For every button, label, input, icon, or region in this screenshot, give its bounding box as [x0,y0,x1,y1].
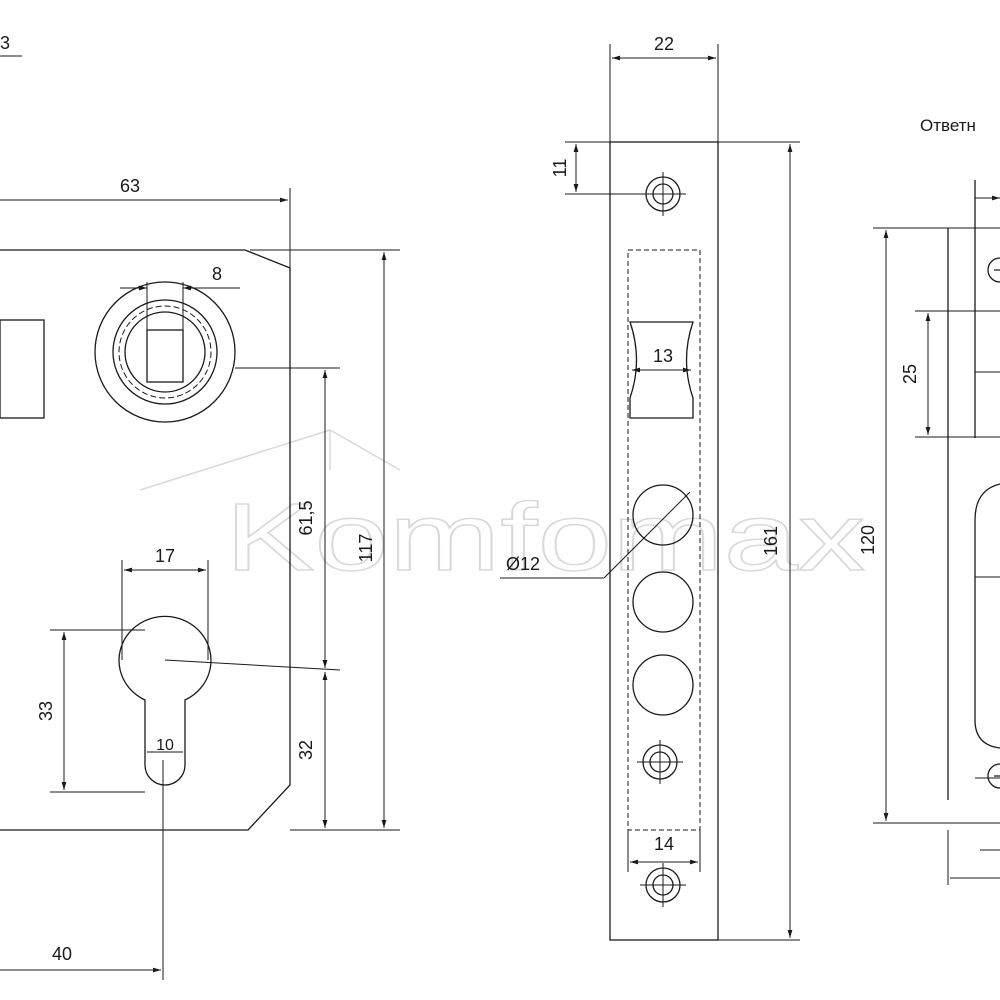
top-left-label-fragment: 3 [0,33,10,53]
lock-body-outline [0,249,291,831]
dim-latch-width: 13 [632,346,691,373]
dim-spindle-square-value: 8 [212,264,222,284]
dim-hole-diameter: Ø12 [500,491,691,579]
watermark-house-icon [139,429,401,491]
strike-plate-title: Ответн [920,116,976,135]
latch-window [0,319,45,419]
spindle-hub [94,281,236,423]
faceplate-screw-top [640,172,686,216]
faceplate-screw-bottom [640,863,686,907]
cylinder-cutout [118,615,212,786]
dim-backset: 40 [0,760,164,980]
dim-body-height: 117 [250,249,400,831]
dim-faceplate-inner-width: 14 [627,830,701,872]
dim-cylinder-to-bottom: 32 [296,672,328,828]
latch-bolt [629,321,694,419]
faceplate-latch-zone [627,249,701,831]
dim-hole-diameter-value: Ø12 [506,554,540,574]
dim-spindle-square: 8 [120,264,240,291]
strike-plate-view: Ответн [873,116,1000,885]
dim-faceplate-width-value: 22 [654,34,674,54]
dim-latch-width-value: 13 [653,346,673,366]
strike-plate-slot [974,483,1000,749]
dim-body-width: 63 [0,176,291,268]
dim-cylinder-to-bottom-value: 32 [296,740,316,760]
watermark: Komfomax [139,429,866,592]
spindle-square [146,329,184,383]
dim-faceplate-height-value: 161 [761,526,781,556]
dim-faceplate-height: 161 [718,144,800,941]
dim-cylinder-pin-value: 10 [156,737,174,754]
dim-faceplate-width: 22 [609,34,719,142]
dim-cylinder-pin: 10 [147,737,183,754]
dim-faceplate-screw-offset-value: 11 [550,159,570,178]
dim-strike-offset-value: 25 [900,364,920,384]
deadbolt-hole-3 [632,654,694,716]
dim-cylinder-height-value: 33 [36,701,56,721]
deadbolt-hole-2 [632,571,694,633]
dim-backset-value: 40 [52,944,72,964]
dim-strike-height-value: 120 [858,525,878,555]
faceplate-screw-middle [637,740,683,784]
strike-screw-bottom [987,763,1000,789]
dim-body-width-value: 63 [120,176,140,196]
dim-faceplate-inner-width-value: 14 [654,834,674,854]
strike-screw-top [987,257,1000,283]
watermark-text: Komfomax [225,484,865,591]
deadbolt-hole-1 [632,484,694,546]
dim-strike-offset: 25 [900,313,931,435]
dim-faceplate-screw-offset: 11 [550,141,800,195]
dim-body-height-value: 117 [356,534,376,563]
dim-strike-height: 120 [858,230,889,821]
dim-cylinder-width-value: 17 [155,546,175,566]
lock-body-view [0,249,341,831]
dim-cylinder-height: 33 [36,629,145,793]
dim-spindle-to-cylinder: 61,5 [235,367,340,668]
dim-cylinder-width: 17 [121,546,209,660]
dim-spindle-to-cylinder-value: 61,5 [296,500,316,535]
